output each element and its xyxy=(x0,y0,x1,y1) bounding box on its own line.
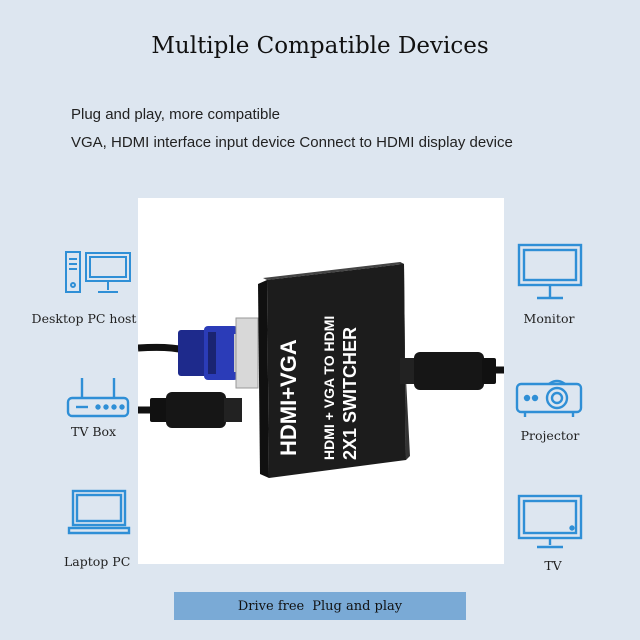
page-title: Multiple Compatible Devices xyxy=(151,33,489,59)
device-label-tv-box: TV Box xyxy=(71,424,117,439)
feature-text-plug-and-play: Plug and play, more compatible xyxy=(71,106,281,123)
hdmi-connector-left xyxy=(150,392,242,428)
device-model-line-b: 2X1 SWITCHER xyxy=(340,327,360,460)
monitor-icon xyxy=(517,243,583,300)
device-label-desktop: Desktop PC host xyxy=(31,311,137,326)
router-icon xyxy=(66,378,130,418)
laptop-icon xyxy=(67,489,131,535)
device-label-monitor: Monitor xyxy=(523,311,575,326)
feature-text-compatibility: VGA, HDMI interface input device Connect… xyxy=(71,134,513,151)
footer-banner: Drive free Plug and play xyxy=(174,592,466,620)
tv-icon xyxy=(517,494,583,549)
projector-icon xyxy=(515,379,583,417)
device-label-laptop: Laptop PC xyxy=(64,554,131,569)
device-label-tv: TV xyxy=(544,558,562,573)
footer-text-plug-and-play: Plug and play xyxy=(312,598,403,614)
device-model-line-a: HDMI + VGA TO HDMI xyxy=(321,316,337,460)
hdmi-connector-right xyxy=(400,352,496,390)
vga-cable xyxy=(138,343,185,354)
product-photo: HDMI+VGA HDMI + VGA TO HDMI 2X1 SWITCHER xyxy=(138,198,504,564)
footer-text-drive-free: Drive free xyxy=(237,598,305,614)
device-label-projector: Projector xyxy=(520,428,580,443)
device-brand-mark: HDMI+VGA xyxy=(276,339,301,456)
vga-connector xyxy=(178,317,259,389)
desktop-pc-icon xyxy=(65,251,131,293)
